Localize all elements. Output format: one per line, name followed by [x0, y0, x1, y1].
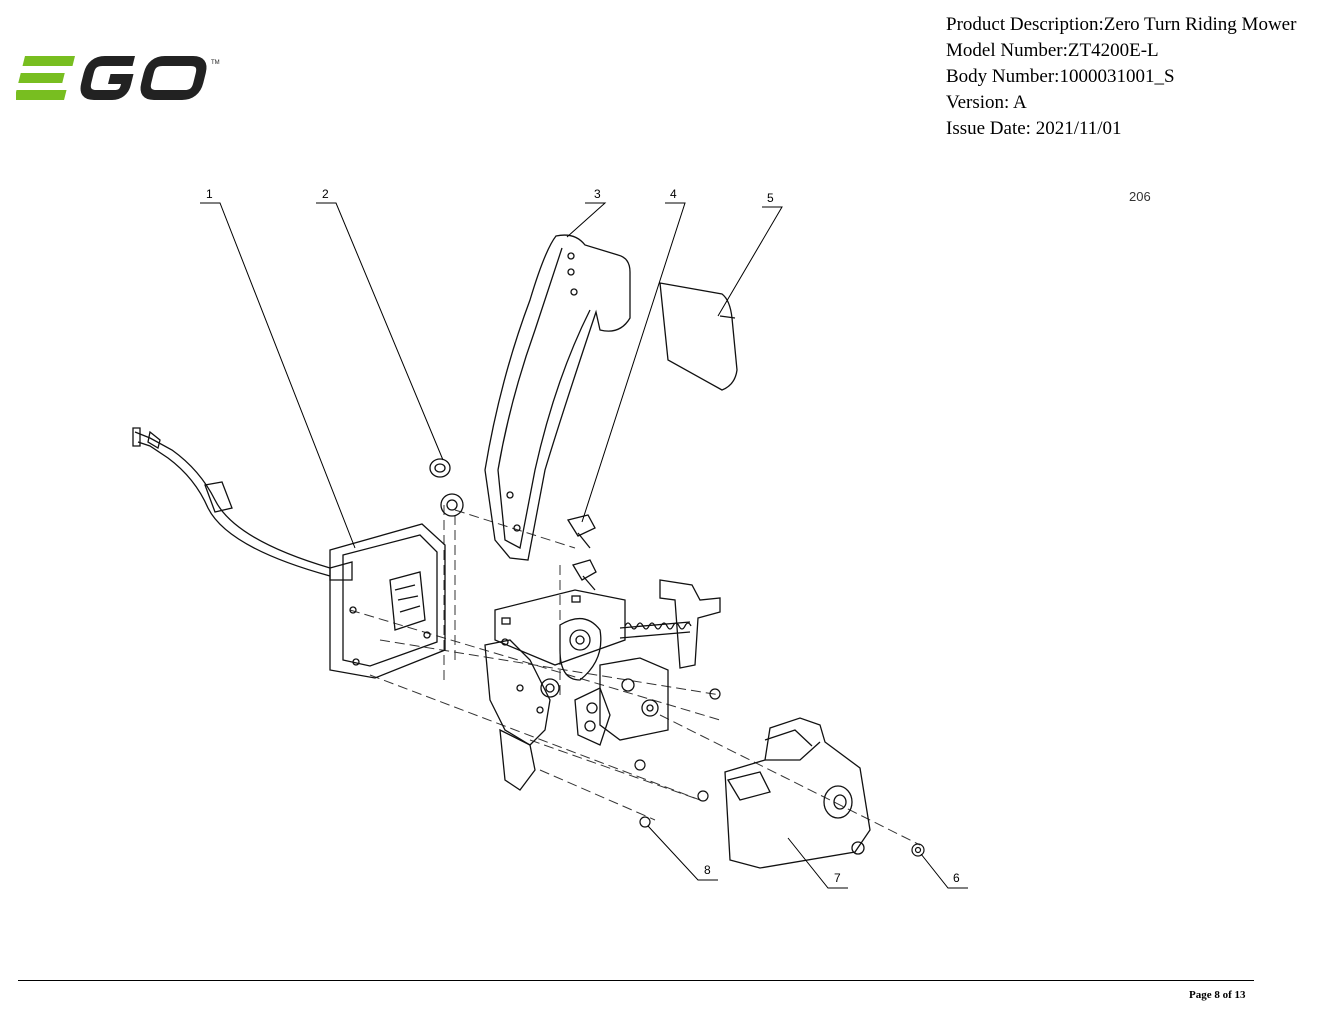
- callout-2: 2: [322, 187, 329, 201]
- model-number: Model Number:ZT4200E-L: [946, 40, 1159, 61]
- part-1-cable-switch-box: [132, 427, 446, 679]
- callout-1: 1: [206, 187, 213, 201]
- body-number: Body Number:1000031001_S: [946, 66, 1175, 87]
- callout-6: 6: [953, 871, 960, 885]
- main-bracket-assembly: [484, 579, 721, 791]
- footer-divider: [18, 980, 1254, 981]
- callout-7: 7: [834, 871, 841, 885]
- ego-logo-trademark: TM: [211, 60, 220, 66]
- callout-leaders: [200, 202, 968, 889]
- part-5-pedal-pad: [659, 282, 738, 391]
- drawing-ref-code: 206: [1129, 189, 1151, 204]
- part-2-bushings: [429, 458, 464, 517]
- ego-logo: TM: [16, 56, 220, 100]
- part-7-cover: [724, 717, 871, 869]
- issue-date: Issue Date: 2021/11/01: [946, 118, 1122, 139]
- ego-logo-go-mark: [80, 56, 207, 100]
- callout-5: 5: [767, 191, 774, 205]
- callout-8: 8: [704, 863, 711, 877]
- document-header: Product Description:Zero Turn Riding Mow…: [946, 12, 1296, 142]
- product-description: Product Description:Zero Turn Riding Mow…: [946, 14, 1297, 35]
- alignment-lines: [349, 505, 921, 846]
- page-number: Page 8 of 13: [1189, 989, 1246, 1001]
- version: Version: A: [946, 92, 1027, 113]
- part-4-bolts: [566, 514, 597, 591]
- callout-4: 4: [670, 187, 677, 201]
- callout-3: 3: [594, 187, 601, 201]
- ego-logo-e-mark: [16, 56, 76, 100]
- callout-numbers: 1 2 3 4 5 6 7 8: [206, 187, 960, 885]
- screws: [634, 688, 925, 857]
- part-3-pedal-arm: [484, 234, 631, 561]
